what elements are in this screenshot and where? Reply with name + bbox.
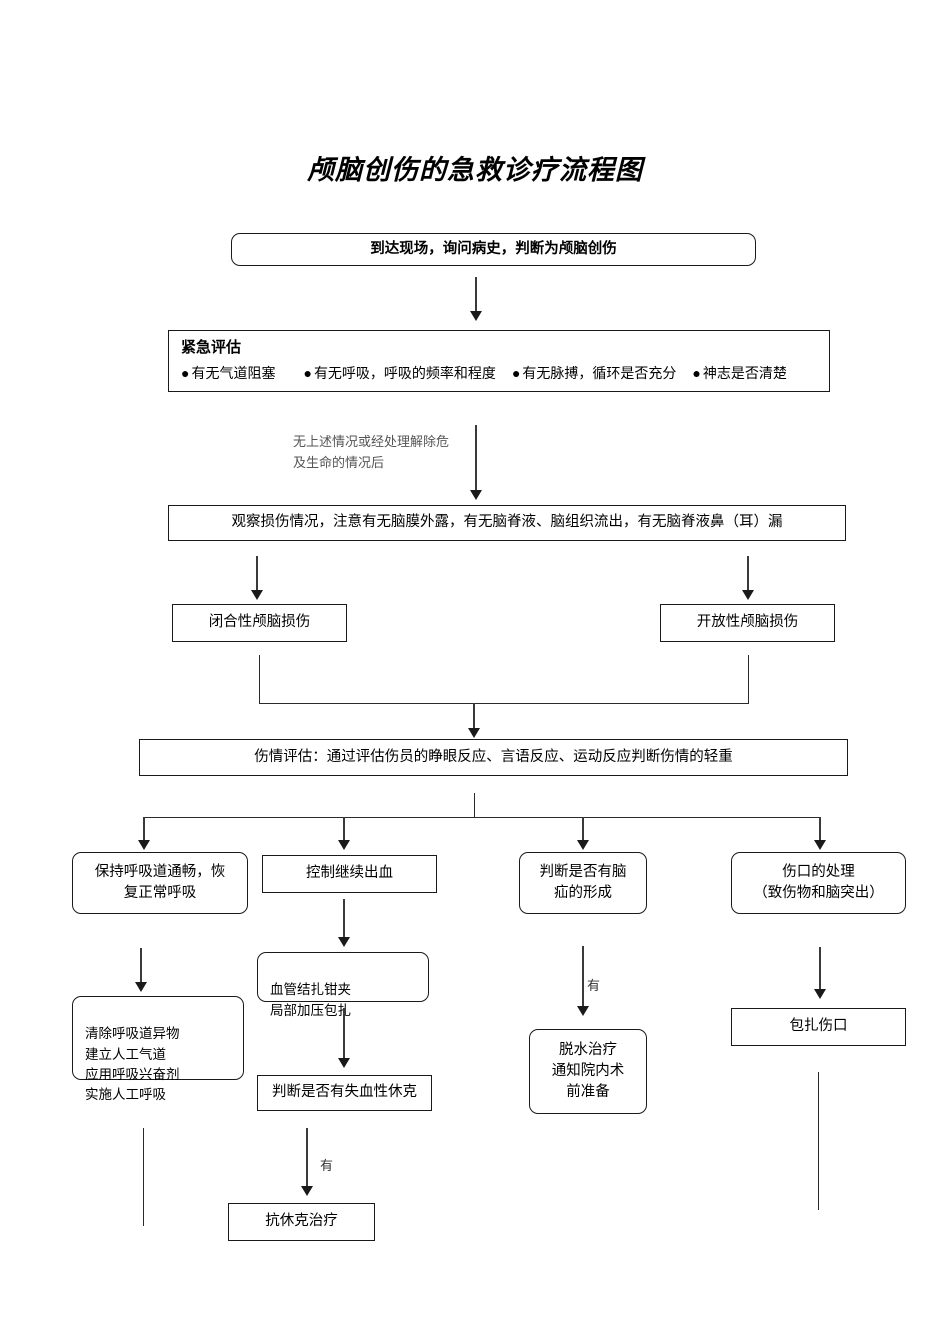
assessment-item-3: 有无脉搏，循环是否充分	[522, 366, 677, 382]
connector-assessment-stem	[474, 793, 475, 817]
node-branch-airway-label: 保持呼吸道通畅，恢 复正常呼吸	[94, 863, 226, 901]
page-title: 颅脑创伤的急救诊疗流程图	[307, 155, 643, 185]
node-shock-check: 判断是否有失血性休克	[257, 1075, 432, 1111]
node-emergency-assessment: 紧急评估 ●有无气道阻塞●有无呼吸，呼吸的频率和程度●有无脉搏，循环是否充分●神…	[168, 330, 830, 392]
node-hemostasis-label: 血管结扎钳夹 局部加压包扎	[270, 982, 351, 1018]
arrow-shock-check-to-anti-shock	[300, 1128, 314, 1198]
node-airway-actions: 清除呼吸道异物 建立人工气道 应用呼吸兴奋剂 实施人工呼吸	[72, 996, 244, 1102]
arrow-bus-to-branch3	[576, 817, 590, 851]
node-wound-dressing-label: 包扎伤口	[789, 1018, 848, 1035]
connector-merge-bar	[259, 703, 749, 704]
emergency-assessment-heading: 紧急评估	[181, 340, 242, 356]
arrow-arrival-to-assessment	[469, 277, 483, 323]
assessment-item-4: 神志是否清楚	[702, 366, 787, 382]
arrow-bus-to-branch1	[137, 817, 151, 851]
arrow-hemostasis-to-shock-check	[337, 1008, 351, 1070]
connector-branch-bus	[143, 817, 819, 818]
assessment-item-2: 有无呼吸，呼吸的频率和程度	[313, 366, 496, 382]
bullet-icon-2: ●	[303, 366, 312, 382]
node-dehydration-label: 脱水治疗 通知院内术 前准备	[551, 1041, 625, 1100]
node-branch-wound: 伤口的处理 （致伤物和脑突出）	[731, 852, 906, 914]
node-airway-actions-label: 清除呼吸道异物 建立人工气道 应用呼吸兴奋剂 实施人工呼吸	[85, 1026, 180, 1102]
connector-open-down	[748, 655, 749, 703]
bullet-icon-1: ●	[181, 366, 190, 382]
arrow-assessment-to-observe	[469, 425, 483, 503]
node-open-injury-label: 开放性颅脑损伤	[696, 614, 799, 631]
edge-label-hernia-yes: 有	[587, 978, 601, 993]
arrow-merge-to-injury-assessment	[467, 703, 481, 739]
node-branch-bleeding: 控制继续出血	[262, 855, 437, 893]
arrow-airway-to-actions	[134, 948, 148, 994]
bullet-icon-4: ●	[692, 366, 701, 382]
note-after-assessment: 无上述情况或经处理解除危 及生命的情况后	[293, 434, 450, 470]
node-branch-airway: 保持呼吸道通畅，恢 复正常呼吸	[72, 852, 248, 914]
node-closed-injury: 闭合性颅脑损伤	[172, 604, 347, 642]
connector-airway-tail	[143, 1128, 144, 1226]
node-observe-injury: 观察损伤情况，注意有无脑膜外露，有无脑脊液、脑组织流出，有无脑脊液鼻（耳）漏	[168, 505, 846, 541]
bullet-icon-3: ●	[511, 366, 521, 382]
assessment-item-1: 有无气道阻塞	[191, 366, 276, 382]
arrow-bus-to-branch2	[337, 817, 351, 851]
arrow-bleeding-to-hemostasis	[337, 899, 351, 949]
node-anti-shock-label: 抗休克治疗	[265, 1213, 338, 1230]
node-branch-wound-label: 伤口的处理 （致伤物和脑突出）	[753, 863, 884, 901]
node-arrival-label: 到达现场，询问病史，判断为颅脑创伤	[370, 240, 617, 257]
node-branch-bleeding-label: 控制继续出血	[306, 865, 393, 882]
emergency-assessment-items: ●有无气道阻塞●有无呼吸，呼吸的频率和程度●有无脉搏，循环是否充分●神志是否清楚	[181, 365, 817, 385]
node-injury-assessment-label: 伤情评估：通过评估伤员的睁眼反应、言语反应、运动反应判断伤情的轻重	[254, 748, 733, 765]
arrow-hernia-to-dehydration	[576, 946, 590, 1018]
connector-closed-down	[259, 655, 260, 703]
node-anti-shock: 抗休克治疗	[228, 1203, 375, 1241]
node-injury-assessment: 伤情评估：通过评估伤员的睁眼反应、言语反应、运动反应判断伤情的轻重	[139, 739, 848, 776]
node-observe-injury-label: 观察损伤情况，注意有无脑膜外露，有无脑脊液、脑组织流出，有无脑脊液鼻（耳）漏	[231, 514, 783, 531]
node-branch-hernia-label: 判断是否有脑 疝的形成	[539, 863, 627, 901]
node-arrival: 到达现场，询问病史，判断为颅脑创伤	[231, 233, 756, 266]
node-closed-injury-label: 闭合性颅脑损伤	[208, 614, 311, 631]
arrow-observe-to-open	[741, 556, 755, 602]
arrow-observe-to-closed	[250, 556, 264, 602]
node-wound-dressing: 包扎伤口	[731, 1008, 906, 1046]
connector-wound-tail	[818, 1072, 819, 1210]
node-open-injury: 开放性颅脑损伤	[660, 604, 835, 642]
arrow-wound-to-dressing	[813, 947, 827, 1001]
node-shock-check-label: 判断是否有失血性休克	[272, 1084, 417, 1101]
node-hemostasis: 血管结扎钳夹 局部加压包扎	[257, 952, 429, 1018]
node-branch-hernia: 判断是否有脑 疝的形成	[519, 852, 647, 914]
edge-label-shock-yes: 有	[320, 1158, 334, 1173]
node-dehydration: 脱水治疗 通知院内术 前准备	[529, 1029, 647, 1114]
arrow-bus-to-branch4	[813, 817, 827, 851]
